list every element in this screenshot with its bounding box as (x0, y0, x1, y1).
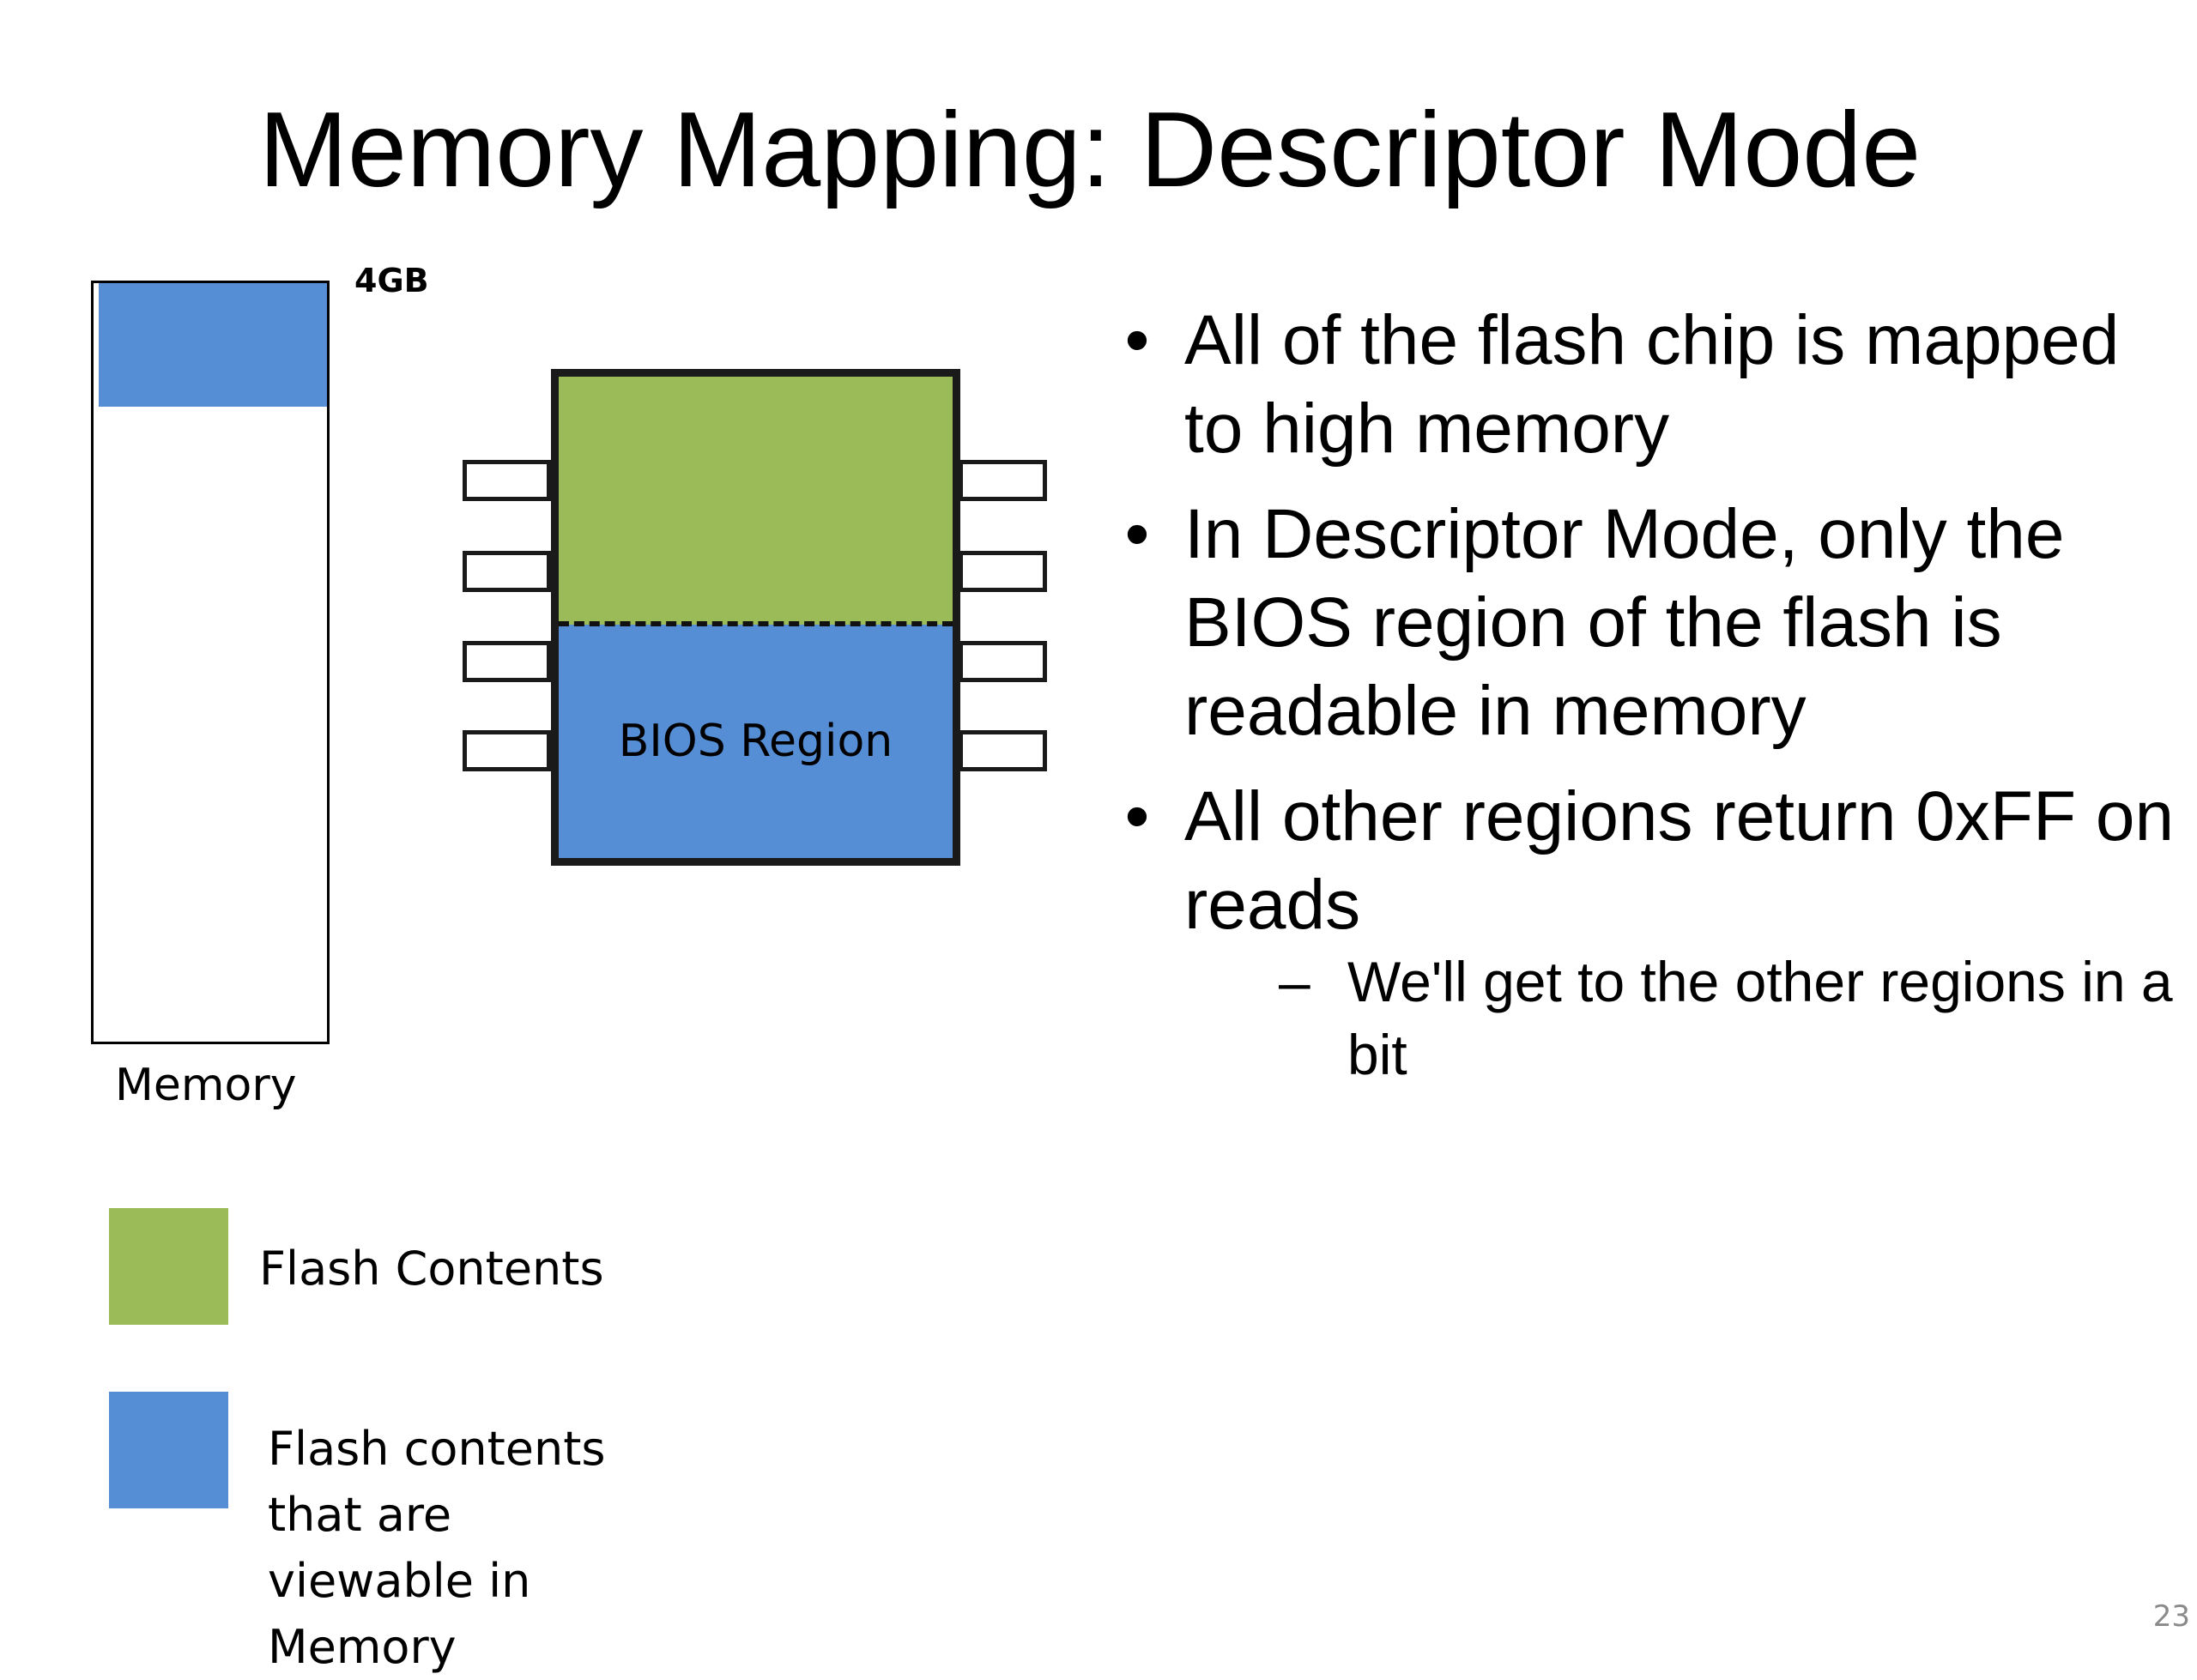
legend-label-flash-contents: Flash Contents (259, 1242, 604, 1296)
chip-pin-right (959, 730, 1047, 771)
memory-label: Memory (115, 1060, 297, 1111)
slide-title: Memory Mapping: Descriptor Mode (258, 91, 1922, 209)
bullet-dot-icon: • (1124, 301, 1150, 379)
bullet-item: • All of the flash chip is mapped to hig… (1098, 296, 2180, 473)
page-number: 23 (2152, 1599, 2190, 1634)
sub-bullet-dash-icon: – (1279, 950, 1310, 1013)
bullet-text: In Descriptor Mode, only the BIOS region… (1184, 495, 2065, 750)
bios-region: BIOS Region (559, 625, 953, 858)
bullet-list: • All of the flash chip is mapped to hig… (1098, 296, 2180, 1091)
sub-bullet-text: We'll get to the other regions in a bit (1347, 950, 2173, 1086)
flash-contents-region (559, 377, 953, 625)
bullet-dot-icon: • (1124, 495, 1150, 573)
legend-label-viewable: Flash contents that are viewable in Memo… (268, 1422, 606, 1674)
bios-region-label: BIOS Region (618, 716, 893, 767)
bullet-text: All other regions return 0xFF on reads (1184, 777, 2175, 944)
memory-map-box (91, 281, 330, 1044)
chip-pin-left (463, 551, 551, 592)
sub-bullet-item: – We'll get to the other regions in a bi… (1279, 946, 2180, 1091)
bullet-item: • In Descriptor Mode, only the BIOS regi… (1098, 490, 2180, 755)
legend-swatch-viewable (109, 1392, 228, 1508)
memory-mapped-bios-region (99, 283, 327, 407)
chip-pin-left (463, 641, 551, 682)
bullet-item: • All other regions return 0xFF on reads (1098, 772, 2180, 949)
chip-pin-left (463, 730, 551, 771)
chip-pin-right (959, 460, 1047, 501)
chip-pin-left (463, 460, 551, 501)
memory-top-label: 4GB (354, 262, 429, 299)
flash-chip: BIOS Region (551, 369, 960, 866)
chip-pin-right (959, 641, 1047, 682)
legend-swatch-flash-contents (109, 1208, 228, 1325)
bullet-text: All of the flash chip is mapped to high … (1184, 301, 2120, 468)
region-divider-dashed (559, 621, 953, 626)
chip-pin-right (959, 551, 1047, 592)
bullet-dot-icon: • (1124, 777, 1150, 855)
